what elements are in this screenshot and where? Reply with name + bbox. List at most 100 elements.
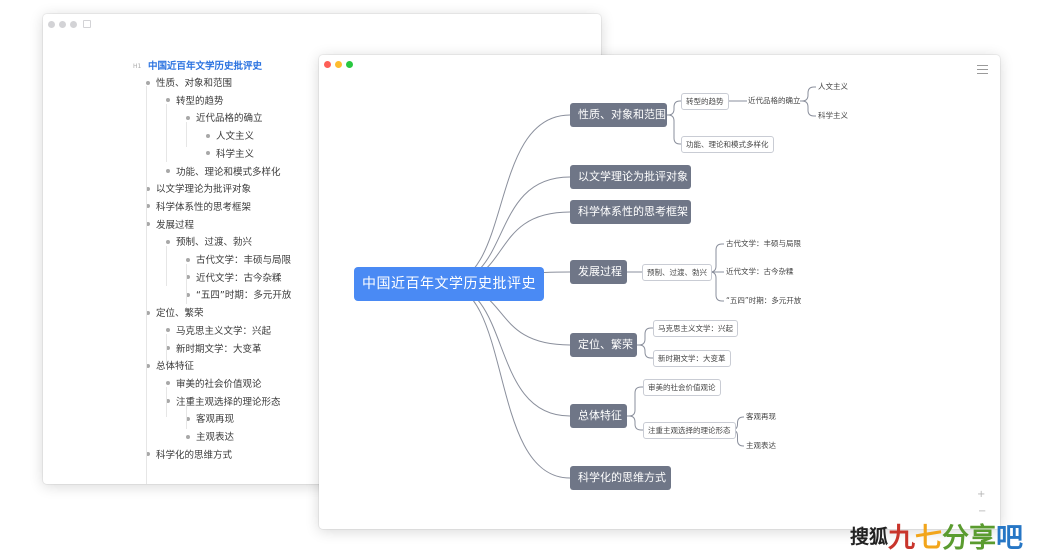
outline-item[interactable]: 新时期文学：大变革 bbox=[166, 343, 262, 357]
watermark-part: 吧 bbox=[996, 523, 1024, 554]
outline-item-label: 科学化的思维方式 bbox=[156, 449, 233, 461]
mindmap-subnode[interactable]: 功能、理论和模式多样化 bbox=[681, 136, 774, 153]
outline-item[interactable]: 近代文学：古今杂糅 bbox=[186, 272, 282, 286]
indent-guide bbox=[146, 86, 147, 484]
mindmap-leaf[interactable]: 客观再现 bbox=[746, 412, 776, 421]
outline-item[interactable]: 预制、过渡、勃兴 bbox=[166, 236, 252, 250]
outline-item[interactable]: 近代品格的确立 bbox=[186, 112, 263, 126]
connector-line bbox=[708, 271, 724, 302]
outline-item[interactable]: 科学主义 bbox=[206, 148, 254, 162]
mindmap-subnode[interactable]: 审美的社会价值观论 bbox=[643, 379, 721, 396]
bullet-icon bbox=[186, 434, 190, 439]
outline-item[interactable]: 功能、理论和模式多样化 bbox=[166, 166, 281, 180]
outline-item[interactable]: 性质、对象和范围 bbox=[146, 77, 232, 91]
close-dot-inactive[interactable] bbox=[48, 20, 55, 28]
bullet-icon bbox=[146, 80, 150, 85]
h1-tag: H1 bbox=[133, 63, 142, 70]
outline-item[interactable]: 客观再现 bbox=[186, 413, 234, 427]
mindmap-subnode[interactable]: 马克思主义文学：兴起 bbox=[653, 320, 738, 337]
outline-item-label: 预制、过渡、勃兴 bbox=[176, 237, 253, 249]
outline-item-label: 转型的趋势 bbox=[176, 95, 224, 107]
mindmap-leaf[interactable]: 人文主义 bbox=[818, 82, 848, 91]
maximize-dot-inactive[interactable] bbox=[70, 20, 77, 28]
mindmap-branch-node[interactable]: 性质、对象和范围 bbox=[570, 103, 667, 127]
menu-icon[interactable] bbox=[977, 65, 988, 77]
outline-item[interactable]: 发展过程 bbox=[146, 219, 194, 233]
close-button[interactable] bbox=[324, 60, 331, 68]
outline-item-label: 马克思主义文学：兴起 bbox=[176, 325, 272, 337]
minimize-button[interactable] bbox=[335, 60, 342, 68]
mindmap-branch-node[interactable]: 总体特征 bbox=[570, 404, 627, 428]
outline-item[interactable]: 古代文学：丰硕与局限 bbox=[186, 254, 291, 268]
outline-item[interactable]: 以文学理论为批评对象 bbox=[146, 183, 251, 197]
outline-item-label: 功能、理论和模式多样化 bbox=[176, 166, 281, 178]
mindmap-leaf[interactable]: 主观表达 bbox=[746, 441, 776, 450]
zoom-out-button[interactable]: − bbox=[978, 506, 987, 517]
window-controls bbox=[48, 16, 91, 32]
zoom-in-button[interactable]: + bbox=[977, 489, 986, 500]
mindmap-branch-node[interactable]: 科学化的思维方式 bbox=[570, 466, 671, 490]
outline-item-label: 近代文学：古今杂糅 bbox=[196, 272, 282, 284]
mindmap-leaf[interactable]: 科学主义 bbox=[818, 111, 848, 120]
outline-item-label: “五四”时期：多元开放 bbox=[196, 290, 292, 302]
outline-item-label: 人文主义 bbox=[216, 131, 255, 143]
outline-item-label: 科学主义 bbox=[216, 148, 255, 160]
outline-item[interactable]: 定位、繁荣 bbox=[146, 307, 204, 321]
outline-item[interactable]: 人文主义 bbox=[206, 130, 254, 144]
outline-item[interactable]: 科学化的思维方式 bbox=[146, 449, 232, 463]
outline-item-label: 科学体系性的思考框架 bbox=[156, 201, 252, 213]
connector-line bbox=[443, 283, 571, 417]
watermark-logo: 搜狐九七分享吧 bbox=[850, 516, 1023, 554]
bullet-icon bbox=[206, 133, 210, 138]
outline-item-label: 新时期文学：大变革 bbox=[176, 343, 262, 355]
mindmap-subnode[interactable]: 转型的趋势 bbox=[681, 93, 729, 110]
watermark-part: 七 bbox=[915, 523, 943, 554]
mindmap-branch-node[interactable]: 发展过程 bbox=[570, 260, 627, 284]
mindmap-subnode[interactable]: 注重主观选择的理论形态 bbox=[643, 422, 736, 439]
mindmap-branch-node[interactable]: 定位、繁荣 bbox=[570, 333, 637, 357]
mindmap-leaf[interactable]: 近代品格的确立 bbox=[748, 96, 801, 105]
mindmap-subnode[interactable]: 新时期文学：大变革 bbox=[653, 350, 731, 367]
watermark-part: 分享 bbox=[942, 523, 997, 554]
outline-item[interactable]: 科学体系性的思考框架 bbox=[146, 201, 251, 215]
outline-item-label: 发展过程 bbox=[156, 219, 195, 231]
mindmap-branch-node[interactable]: 以文学理论为批评对象 bbox=[570, 165, 691, 189]
mindmap-subnode[interactable]: 预制、过渡、勃兴 bbox=[642, 264, 712, 281]
connector-line bbox=[627, 386, 643, 417]
indent-guide bbox=[166, 334, 167, 364]
outline-item[interactable]: 马克思主义文学：兴起 bbox=[166, 325, 271, 339]
outline-item[interactable]: 注重主观选择的理论形态 bbox=[166, 396, 281, 410]
mindmap-leaf[interactable]: “五四”时期：多元开放 bbox=[726, 296, 802, 305]
bullet-icon bbox=[186, 416, 190, 421]
watermark-part: 搜狐 bbox=[850, 526, 889, 548]
outline-item[interactable]: 主观表达 bbox=[186, 431, 234, 445]
bullet-icon bbox=[186, 275, 190, 280]
outline-item[interactable]: 转型的趋势 bbox=[166, 95, 224, 109]
connector-line bbox=[800, 100, 816, 117]
minimize-dot-inactive[interactable] bbox=[59, 20, 66, 28]
indent-guide bbox=[186, 264, 187, 304]
outline-item-label: 以文学理论为批评对象 bbox=[156, 184, 252, 196]
bullet-icon bbox=[166, 381, 170, 386]
bullet-icon bbox=[146, 204, 150, 209]
mindmap-branch-node[interactable]: 科学体系性的思考框架 bbox=[570, 200, 691, 224]
indent-guide bbox=[166, 104, 167, 162]
outline-item[interactable]: “五四”时期：多元开放 bbox=[186, 289, 291, 303]
mindmap-root-node[interactable]: 中国近百年文学历史批评史 bbox=[354, 267, 544, 301]
window-menu-icon[interactable] bbox=[83, 20, 91, 28]
connector-line bbox=[800, 86, 816, 102]
outline-title[interactable]: 中国近百年文学历史批评史 bbox=[148, 61, 263, 72]
bullet-icon bbox=[166, 169, 170, 173]
outline-item-label: 总体特征 bbox=[156, 361, 195, 373]
mindmap-window: 中国近百年文学历史批评史 性质、对象和范围以文学理论为批评对象科学体系性的思考框… bbox=[319, 55, 1000, 529]
bullet-icon bbox=[186, 257, 190, 262]
mindmap-leaf[interactable]: 近代文学：古今杂糅 bbox=[726, 267, 794, 276]
outline-item[interactable]: 审美的社会价值观论 bbox=[166, 378, 262, 392]
outline-item-label: 近代品格的确立 bbox=[196, 113, 263, 125]
outline-item[interactable]: 总体特征 bbox=[146, 360, 194, 374]
maximize-button[interactable] bbox=[346, 60, 353, 68]
mindmap-leaf[interactable]: 古代文学：丰硕与局限 bbox=[726, 239, 801, 248]
outline-item-label: 审美的社会价值观论 bbox=[176, 378, 262, 390]
connector-line bbox=[443, 283, 571, 479]
bullet-icon bbox=[166, 98, 170, 103]
